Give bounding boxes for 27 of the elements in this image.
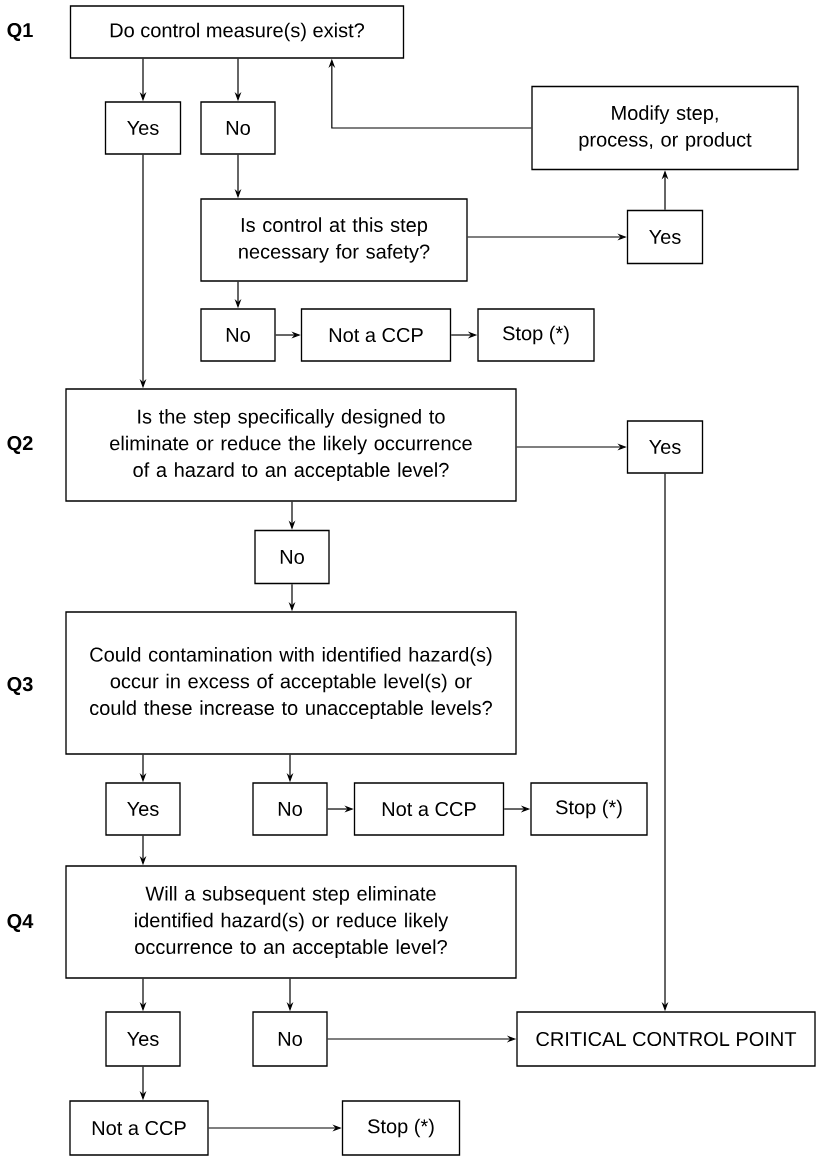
process-box: Stop (*)	[477, 308, 595, 362]
process-box: Yes	[626, 209, 704, 265]
process-box: No	[254, 529, 330, 585]
process-box: Yes	[104, 101, 182, 155]
process-box: Stop (*)	[341, 1100, 461, 1156]
process-box: No	[252, 1011, 328, 1067]
process-box: Not a CCP	[353, 782, 505, 836]
process-box: Not a CCP	[69, 1100, 209, 1156]
process-box: CRITICAL CONTROL POINT	[516, 1011, 816, 1067]
question-number: Q4	[7, 914, 34, 932]
process-box: No	[252, 782, 328, 836]
process-box: No	[200, 308, 276, 362]
decision-box: Will a subsequent step eliminate identified hazard(s) or reduce likely occurrence to an acceptable level?	[65, 865, 517, 979]
process-box: Not a CCP	[300, 308, 452, 362]
process-box: No	[200, 101, 276, 155]
question-number: Q1	[7, 23, 33, 41]
process-box: Stop (*)	[530, 782, 648, 836]
process-box: Modify step, process, or product	[531, 85, 799, 171]
decision-box: Could contamination with identified hazard(s) occur in excess of acceptable level(s) or could these increase to unacceptable levels?	[65, 611, 517, 755]
process-box: Do control measure(s) exist?	[69, 5, 405, 59]
decision-box: Is the step specifically designed to eliminate or reduce the likely occurrence of a hazard to an acceptable level?	[65, 388, 517, 502]
process-box: Yes	[105, 782, 181, 836]
process-box: Yes	[626, 420, 704, 474]
decision-box: Is control at this step necessary for safety?	[200, 198, 468, 282]
question-number: Q3	[7, 677, 33, 695]
process-box: Yes	[105, 1011, 181, 1067]
question-number: Q2	[7, 436, 33, 454]
